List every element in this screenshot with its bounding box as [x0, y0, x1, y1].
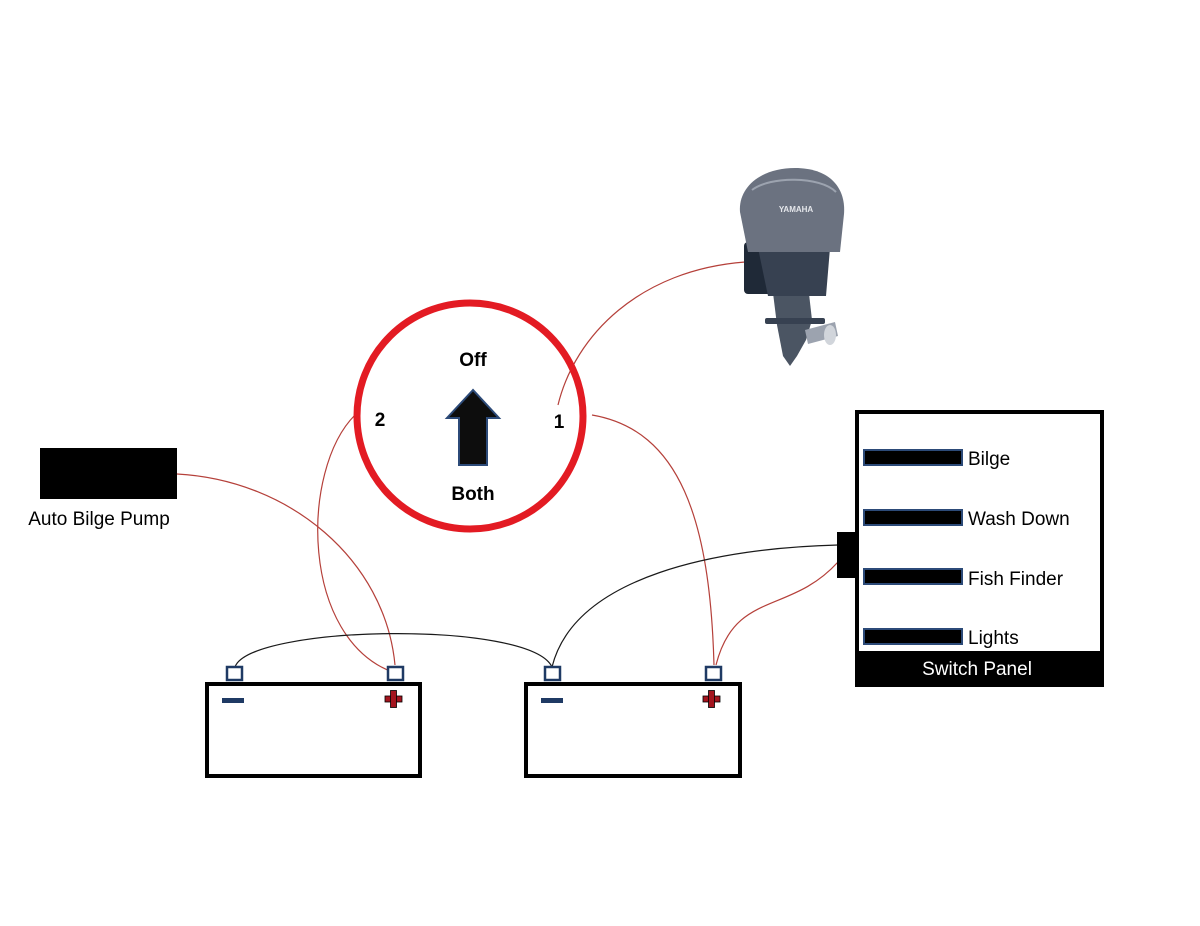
wires — [176, 261, 839, 674]
minus-icon — [222, 698, 244, 703]
wire-switch1-to-battery2-positive — [591, 414, 715, 666]
plus-icon — [702, 690, 721, 708]
auto-bilge-pump: Auto Bilge Pump — [28, 448, 177, 530]
motor-brand-label: YAMAHA — [779, 205, 814, 214]
switch-lights[interactable]: Lights — [863, 628, 1019, 649]
battery-1-negative-terminal — [225, 665, 244, 682]
wire-switch2-to-battery1-positive — [317, 414, 396, 674]
battery-selector-switch[interactable]: Off Both 2 1 — [353, 299, 587, 533]
switch-toggle[interactable] — [863, 628, 963, 645]
switch-toggle[interactable] — [863, 449, 963, 466]
switch-label-bilge: Bilge — [968, 449, 1010, 470]
arrow-up-icon — [444, 388, 502, 466]
motor-shaft — [772, 285, 812, 366]
switch-bilge[interactable]: Bilge — [863, 449, 1010, 470]
battery-1-positive-terminal — [386, 665, 405, 682]
switch-panel-title: Switch Panel — [922, 659, 1032, 680]
wire-battery1-negative-to-battery2-negative — [234, 633, 553, 668]
motor-propeller-hub — [824, 325, 836, 345]
switch-label-fish-finder: Fish Finder — [968, 569, 1064, 590]
bilge-pump-box — [40, 448, 177, 499]
selector-label-1: 1 — [554, 412, 565, 433]
selector-ring — [353, 299, 587, 533]
wire-battery2-positive-to-panel — [715, 561, 839, 666]
switch-toggle[interactable] — [863, 568, 963, 585]
battery-2-negative-terminal — [543, 665, 562, 682]
motor-cowling — [739, 168, 845, 252]
bilge-pump-label: Auto Bilge Pump — [28, 509, 170, 530]
battery-1 — [205, 665, 422, 778]
switch-wash-down[interactable]: Wash Down — [863, 509, 1070, 530]
motor-cavitation-plate — [765, 318, 825, 324]
switch-fish-finder[interactable]: Fish Finder — [863, 568, 1064, 590]
switch-panel-connector — [837, 532, 858, 578]
outboard-motor-icon: YAMAHA — [739, 168, 845, 366]
plus-icon — [384, 690, 403, 708]
switch-label-wash-down: Wash Down — [968, 509, 1070, 530]
selector-label-off: Off — [459, 350, 487, 371]
switch-panel: Switch Panel Bilge Wash Down Fish Finder… — [837, 410, 1104, 687]
motor-midsection — [758, 248, 830, 296]
wire-bilge-to-battery1-positive — [176, 473, 396, 666]
selector-label-2: 2 — [375, 410, 386, 431]
battery-2-positive-terminal — [704, 665, 723, 682]
switch-label-lights: Lights — [968, 628, 1019, 649]
battery-2 — [524, 665, 742, 778]
wire-battery2-negative-to-panel — [551, 544, 839, 668]
wire-switch1-to-motor — [557, 261, 746, 406]
switch-toggle[interactable] — [863, 509, 963, 526]
minus-icon — [541, 698, 563, 703]
selector-label-both: Both — [451, 484, 494, 505]
switch-panel-title-bar — [857, 651, 1102, 685]
motor-cowling-highlight — [751, 178, 837, 193]
